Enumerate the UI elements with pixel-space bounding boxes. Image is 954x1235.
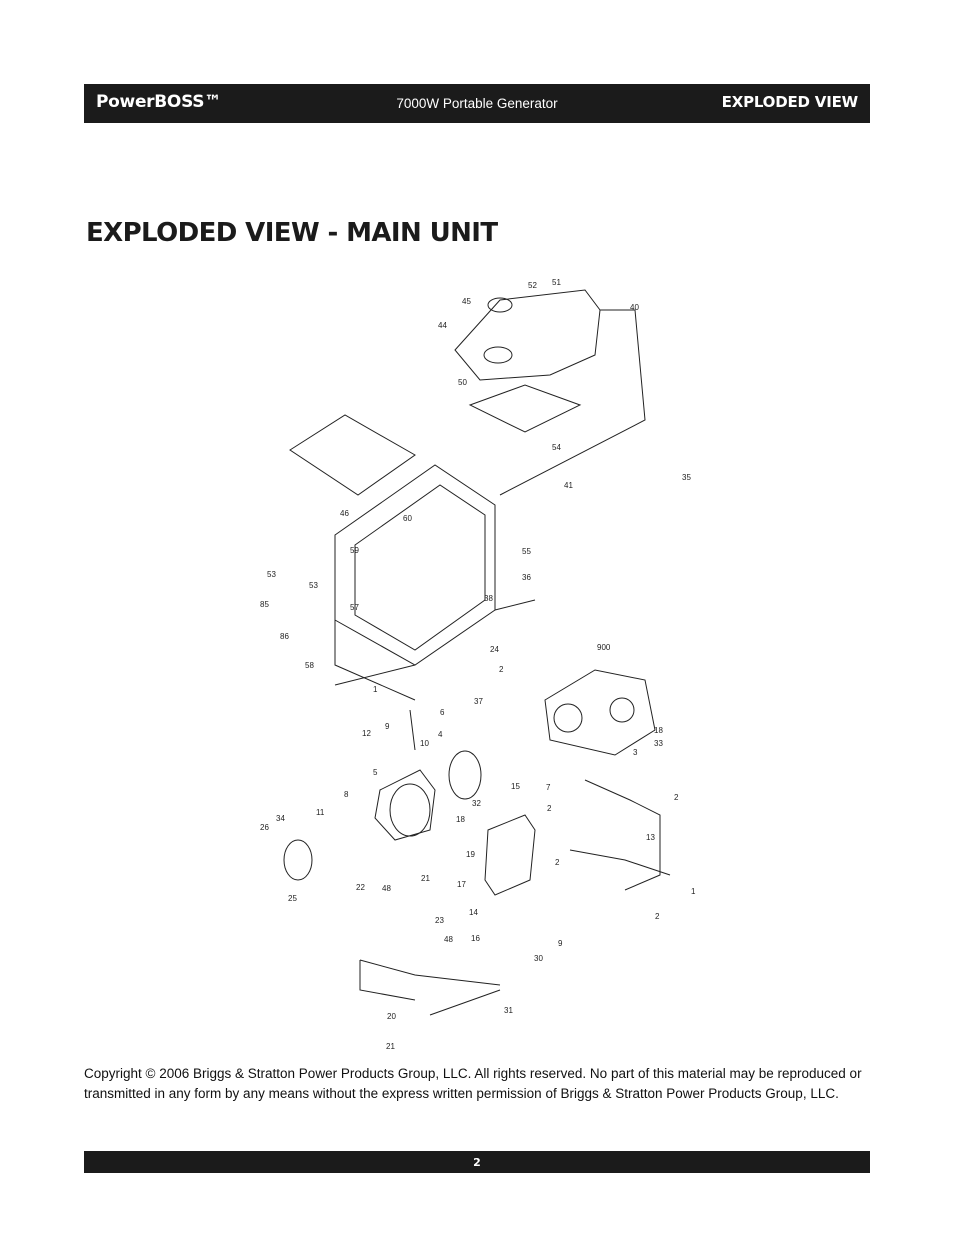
part-label: 1 bbox=[373, 685, 378, 694]
page-number: 2 bbox=[473, 1156, 481, 1169]
part-label: 16 bbox=[471, 934, 480, 943]
part-label: 30 bbox=[534, 954, 543, 963]
tank-pad bbox=[468, 384, 582, 433]
part-label: 14 bbox=[469, 908, 478, 917]
part-label: 44 bbox=[438, 321, 447, 330]
part-label: 55 bbox=[522, 547, 531, 556]
part-label: 34 bbox=[276, 814, 285, 823]
part-label: 52 bbox=[528, 281, 537, 290]
part-label: 48 bbox=[444, 935, 453, 944]
frame bbox=[334, 464, 496, 666]
part-label: 11 bbox=[316, 808, 325, 817]
part-label: 23 bbox=[435, 916, 444, 925]
fuel-cap bbox=[487, 297, 513, 313]
part-label: 12 bbox=[362, 729, 371, 738]
part-label: 17 bbox=[457, 880, 466, 889]
engine bbox=[544, 669, 656, 756]
wheel-frame bbox=[359, 959, 501, 986]
part-label: 45 bbox=[462, 297, 471, 306]
brand-name: PowerBOSS™ bbox=[96, 92, 221, 112]
header-bar: PowerBOSS™ 7000W Portable Generator EXPL… bbox=[84, 84, 870, 123]
part-label: 900 bbox=[597, 643, 611, 652]
muffler bbox=[484, 814, 536, 896]
part-label: 2 bbox=[674, 793, 679, 802]
part-label: 33 bbox=[654, 739, 663, 748]
copyright-notice: Copyright © 2006 Briggs & Stratton Power… bbox=[84, 1066, 862, 1101]
part-label: 59 bbox=[350, 546, 359, 555]
part-label: 2 bbox=[547, 804, 552, 813]
alternator bbox=[374, 769, 436, 841]
part-label: 18 bbox=[456, 815, 465, 824]
part-label: 48 bbox=[382, 884, 391, 893]
product-subtitle: 7000W Portable Generator bbox=[396, 96, 558, 111]
rotor-cover bbox=[448, 750, 482, 800]
part-label: 8 bbox=[344, 790, 349, 799]
part-label: 21 bbox=[386, 1042, 395, 1051]
part-label: 9 bbox=[558, 939, 563, 948]
part-label: 4 bbox=[438, 730, 443, 739]
section-label: EXPLODED VIEW bbox=[721, 93, 859, 111]
part-label: 53 bbox=[267, 570, 276, 579]
part-label: 3 bbox=[633, 748, 638, 757]
part-label: 6 bbox=[440, 708, 445, 717]
part-label: 26 bbox=[260, 823, 269, 832]
part-label: 40 bbox=[630, 303, 639, 312]
part-label: 19 bbox=[466, 850, 475, 859]
part-label: 46 bbox=[340, 509, 349, 518]
part-label: 60 bbox=[403, 514, 412, 523]
part-label: 13 bbox=[646, 833, 655, 842]
exploded-view-drawing: 52 51 45 40 44 50 54 35 41 60 46 59 55 5… bbox=[260, 278, 696, 1051]
part-label: 35 bbox=[682, 473, 691, 482]
part-label: 37 bbox=[474, 697, 483, 706]
part-label: 31 bbox=[504, 1006, 513, 1015]
top-plate bbox=[289, 414, 416, 496]
part-label: 2 bbox=[555, 858, 560, 867]
fuel-tank bbox=[454, 289, 601, 381]
part-label: 53 bbox=[309, 581, 318, 590]
fan-cover bbox=[283, 839, 313, 881]
handle-frame bbox=[584, 779, 661, 891]
part-label: 7 bbox=[546, 783, 551, 792]
exploded-view-diagram: 52 51 45 40 44 50 54 35 41 60 46 59 55 5… bbox=[250, 270, 710, 1060]
part-label: 58 bbox=[305, 661, 314, 670]
part-label: 32 bbox=[472, 799, 481, 808]
part-label: 50 bbox=[458, 378, 467, 387]
part-label: 36 bbox=[522, 573, 531, 582]
part-label: 2 bbox=[499, 665, 504, 674]
part-label: 54 bbox=[552, 443, 561, 452]
part-label: 10 bbox=[420, 739, 429, 748]
part-label: 51 bbox=[552, 278, 561, 287]
fuel-gauge bbox=[483, 346, 513, 364]
part-label: 25 bbox=[288, 894, 297, 903]
part-label: 20 bbox=[387, 1012, 396, 1021]
part-label: 2 bbox=[655, 912, 660, 921]
part-label: 85 bbox=[260, 600, 269, 609]
part-label: 21 bbox=[421, 874, 430, 883]
part-label: 15 bbox=[511, 782, 520, 791]
part-label: 18 bbox=[654, 726, 663, 735]
part-label: 1 bbox=[691, 887, 696, 896]
part-label: 38 bbox=[484, 594, 493, 603]
part-label: 86 bbox=[280, 632, 289, 641]
part-label: 5 bbox=[373, 768, 378, 777]
part-label: 22 bbox=[356, 883, 365, 892]
part-label: 57 bbox=[350, 603, 359, 612]
part-label: 9 bbox=[385, 722, 390, 731]
page-title: EXPLODED VIEW - MAIN UNIT bbox=[86, 218, 498, 248]
part-label: 41 bbox=[564, 481, 573, 490]
footer-bar: 2 bbox=[84, 1151, 870, 1173]
part-label: 24 bbox=[490, 645, 499, 654]
